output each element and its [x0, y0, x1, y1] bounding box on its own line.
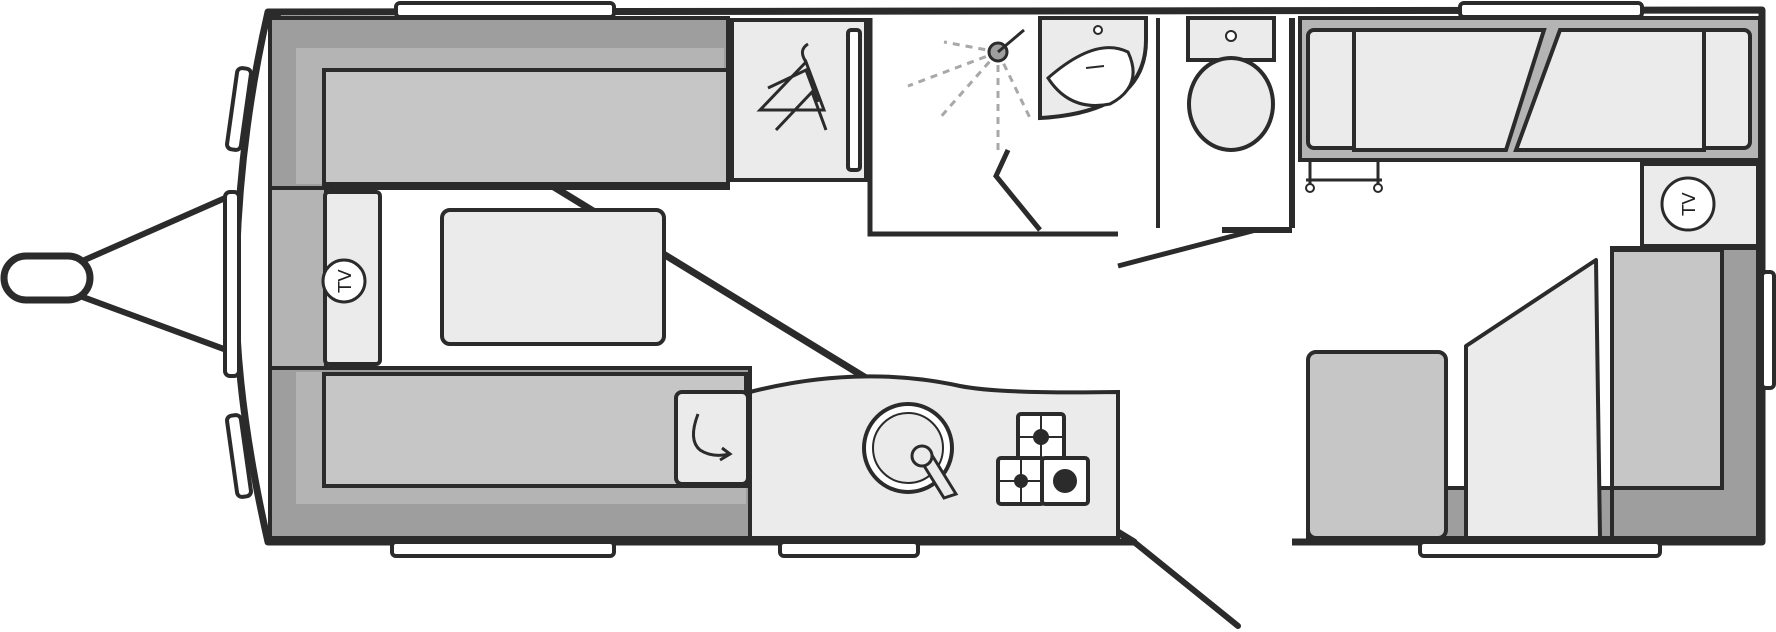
fridge-door-swing-icon — [692, 413, 731, 457]
front-table — [440, 208, 666, 346]
tv-rear-label: TV — [1679, 192, 1700, 217]
coat-hanger-icon — [756, 42, 827, 112]
washroom — [1038, 16, 1295, 269]
tv-front-icon: TV — [321, 258, 367, 304]
tv-rear-icon — [1660, 176, 1716, 232]
tv-front-label: TV — [335, 269, 356, 294]
rear-lounge — [1306, 246, 1762, 540]
fridge — [674, 390, 750, 486]
shower-room — [867, 18, 1118, 237]
hob-icon — [996, 412, 1090, 506]
basin-icon — [1046, 46, 1135, 107]
side-windows — [390, 1, 1776, 558]
entrance-door — [1131, 539, 1241, 629]
step-icon — [1306, 160, 1382, 186]
wardrobe — [730, 18, 868, 182]
rear-sofa-top — [1298, 16, 1762, 193]
washroom-door — [1117, 227, 1257, 269]
kitchen — [674, 374, 1120, 540]
tv-rear-unit: TV — [1640, 162, 1760, 248]
tow-hitch — [0, 192, 235, 355]
toilet-icon — [1187, 56, 1275, 152]
front-windows — [223, 66, 253, 499]
shower-spray — [907, 40, 1032, 152]
shower-door — [993, 148, 1042, 232]
